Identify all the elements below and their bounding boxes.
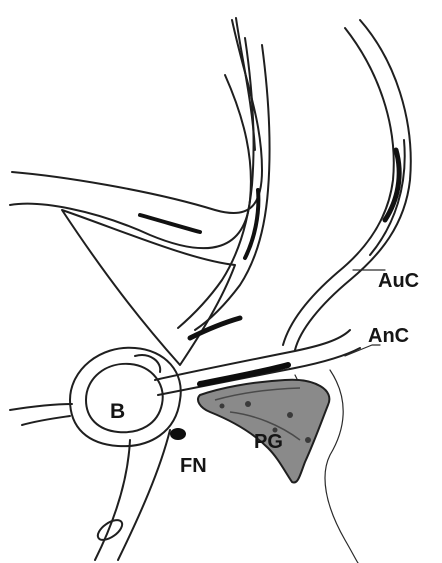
label-annular-cartilage: AnC <box>368 325 409 347</box>
label-auditory-canal: AuC <box>378 270 419 292</box>
upper-bone-arch <box>10 18 262 365</box>
label-parotid-gland: PG <box>254 431 283 453</box>
label-facial-nerve: FN <box>180 455 207 477</box>
label-bulla: B <box>110 400 125 423</box>
facial-nerve <box>170 428 186 440</box>
bulla <box>10 348 181 446</box>
lower-bone <box>95 430 170 560</box>
auditory-canal-walls <box>140 20 411 350</box>
